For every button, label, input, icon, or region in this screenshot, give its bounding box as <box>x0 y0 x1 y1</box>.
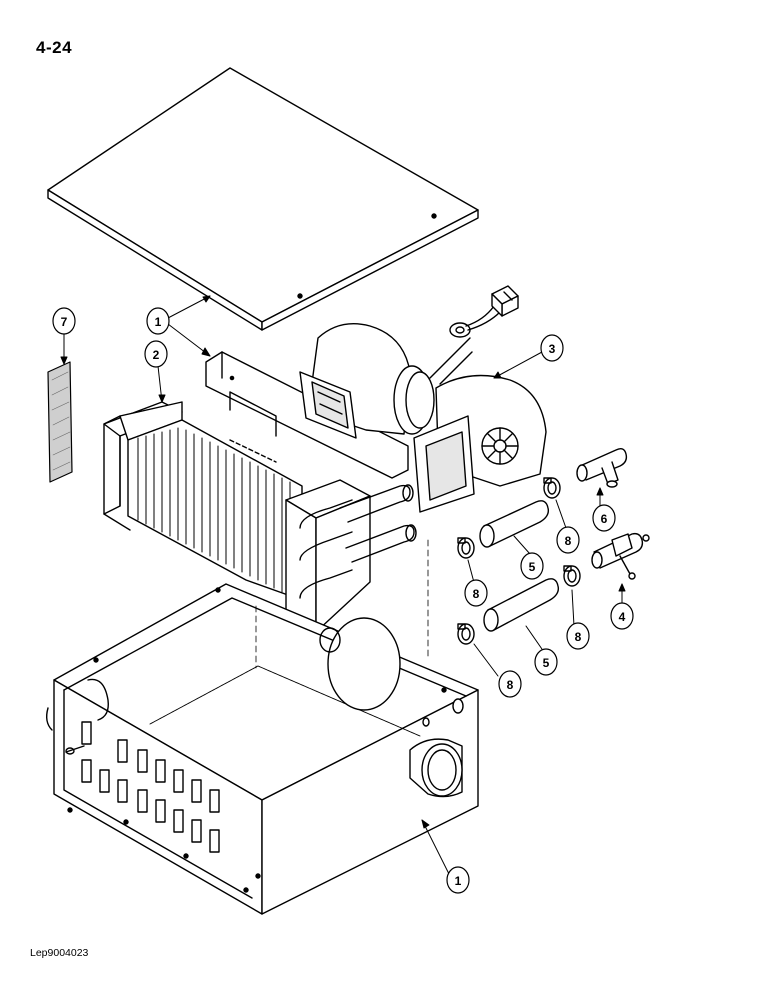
heater-core <box>103 401 417 633</box>
callout-8-d: 8 <box>507 678 514 692</box>
callout-7: 7 <box>61 315 68 329</box>
callout-3: 3 <box>549 342 556 356</box>
callout-8-a: 8 <box>565 534 572 548</box>
hose-upper <box>479 500 550 548</box>
callout-5-upper: 5 <box>529 560 536 574</box>
top-cover-panel <box>47 67 479 331</box>
figure-reference: Lep9004023 <box>30 947 89 959</box>
hose-lower <box>483 578 560 632</box>
heater-housing <box>45 539 479 915</box>
filter-pad <box>47 361 73 483</box>
water-valve <box>591 532 650 580</box>
elbow-fitting <box>576 447 628 488</box>
blower-assembly <box>299 285 547 513</box>
callout-circles <box>52 307 634 894</box>
callout-8-c: 8 <box>575 630 582 644</box>
leader-lines <box>60 295 626 877</box>
page-number: 4-24 <box>36 38 73 57</box>
callout-8-b: 8 <box>473 587 480 601</box>
callout-4: 4 <box>619 610 626 624</box>
callout-5-lower: 5 <box>543 656 550 670</box>
callout-6: 6 <box>601 512 608 526</box>
callout-2: 2 <box>153 348 160 362</box>
callout-1-bottom: 1 <box>455 874 462 888</box>
hose-clamps <box>457 477 581 645</box>
callout-1-top: 1 <box>155 315 162 329</box>
